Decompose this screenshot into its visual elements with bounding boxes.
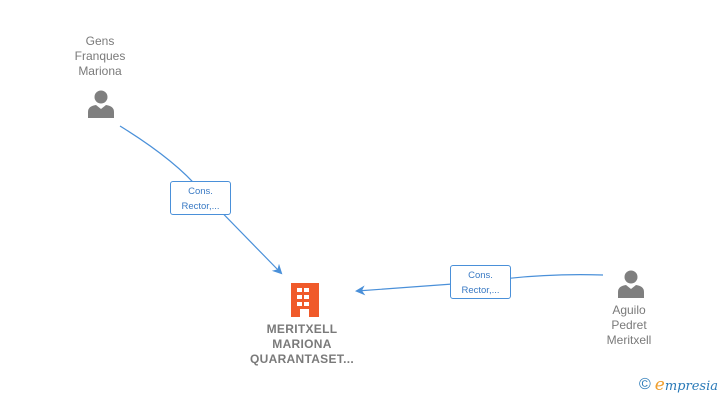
person-icon[interactable] bbox=[86, 88, 116, 118]
person-icon[interactable] bbox=[616, 268, 646, 298]
empresia-watermark: © empresia bbox=[639, 375, 718, 395]
person-node-label-aguilo-pedret-meritxell[interactable]: Aguilo Pedret Meritxell bbox=[606, 303, 652, 347]
edge-label-role[interactable]: Cons. Rector,... bbox=[450, 265, 511, 299]
copyright-icon: © bbox=[639, 376, 651, 393]
person-node-label-gens-franques-mariona[interactable]: Gens Franques Mariona bbox=[74, 34, 126, 78]
building-icon[interactable] bbox=[289, 283, 321, 317]
company-node-label[interactable]: MERITXELL MARIONA QUARANTASET... bbox=[250, 322, 354, 366]
brand-logo: empresia bbox=[654, 375, 718, 395]
edge-label-role[interactable]: Cons. Rector,... bbox=[170, 181, 231, 215]
